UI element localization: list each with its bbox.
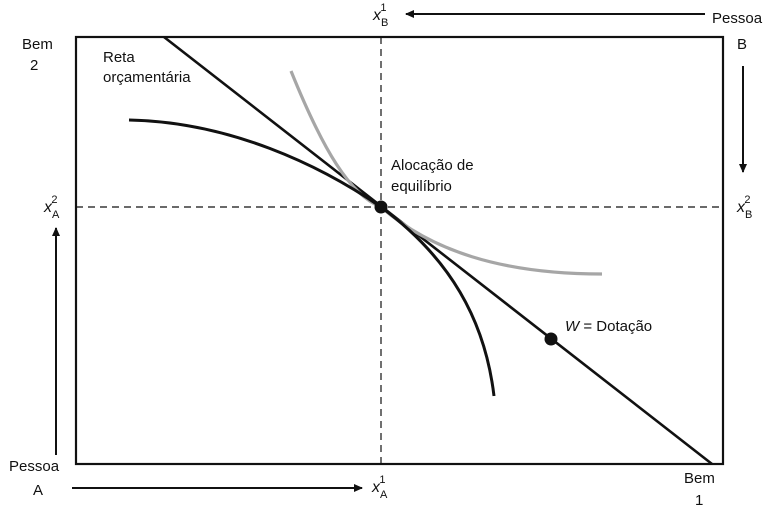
budget-line xyxy=(163,35,713,466)
marker-xb1: xB1 xyxy=(372,2,388,29)
good1-label: Bem xyxy=(684,470,715,487)
endowment-point xyxy=(544,332,558,346)
person-a-label: Pessoa xyxy=(9,458,60,475)
endowment-label: W = Dotação xyxy=(565,318,652,335)
person-b-label: Pessoa xyxy=(712,10,763,27)
budget-line-label-line1: Reta xyxy=(103,49,135,66)
good2-label: Bem xyxy=(22,36,53,53)
marker-xa1: xA1 xyxy=(371,474,388,501)
marker-xb2: xB2 xyxy=(736,194,752,221)
equilibrium-point xyxy=(374,200,388,214)
person-b-letter: B xyxy=(737,36,747,53)
person-a-letter: A xyxy=(33,482,43,499)
equilibrium-label-line1: Alocação de xyxy=(391,157,474,174)
budget-line-label-line2: orçamentária xyxy=(103,69,191,86)
good2-number: 2 xyxy=(30,57,38,74)
marker-xa2: xA2 xyxy=(43,194,60,221)
equilibrium-label-line2: equilíbrio xyxy=(391,178,452,195)
edgeworth-box-frame xyxy=(74,35,725,466)
good1-number: 1 xyxy=(695,492,703,509)
